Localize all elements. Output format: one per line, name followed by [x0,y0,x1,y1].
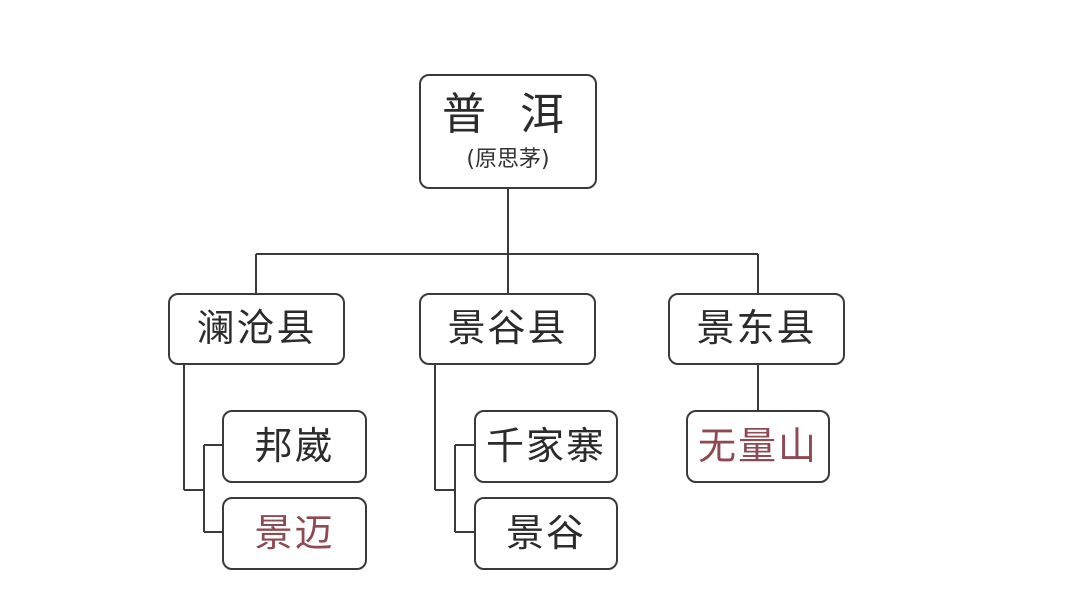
root-sublabel: (原思茅) [466,146,550,172]
area-node-jinggu: 景谷 [474,497,618,570]
area-label: 景谷 [505,510,586,555]
county-node-lancang: 澜沧县 [168,293,345,365]
county-label: 澜沧县 [196,306,317,351]
county-label: 景东县 [696,306,817,351]
county-label: 景谷县 [447,306,568,351]
area-label: 邦崴 [254,423,335,468]
area-label: 千家寨 [485,423,606,468]
root-node: 普 洱 (原思茅) [419,74,597,189]
area-node-qianjiazhai: 千家寨 [474,410,618,483]
area-label: 无量山 [697,423,818,468]
area-node-jingmai: 景迈 [222,497,367,570]
county-node-jingdong: 景东县 [668,293,845,365]
area-node-wuliangshan: 无量山 [686,410,830,483]
root-label: 普 洱 [442,89,574,141]
county-node-jinggu: 景谷县 [419,293,596,365]
area-node-bangwai: 邦崴 [222,410,367,483]
area-label: 景迈 [254,510,335,555]
